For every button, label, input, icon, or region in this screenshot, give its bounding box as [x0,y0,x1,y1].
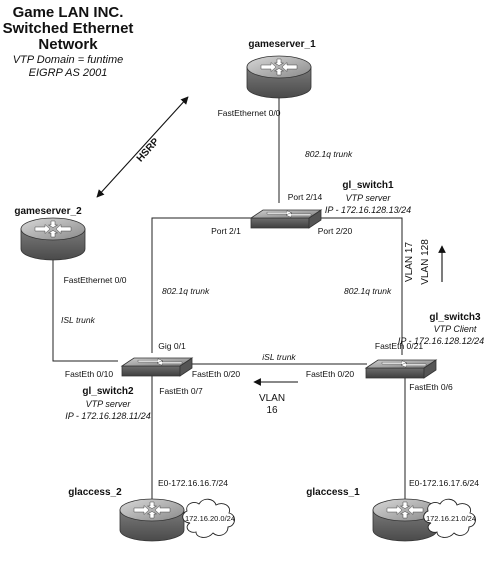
switch3-role: VTP Client [434,324,477,334]
diagram-title-line2: Switched Ethernet [3,20,134,37]
vlan16-label-line1: VLAN [259,393,285,404]
switch3-icon [365,359,437,379]
diagram-title-line3: Network [38,36,98,53]
diagram-title-line1: Game LAN INC. [13,4,124,21]
gameserver2-port: FastEthernet 0/0 [64,275,127,285]
gameserver1-port: FastEthernet 0/0 [218,108,281,118]
glaccess2-interface: E0-172.16.16.7/24 [158,478,228,488]
gameserver1-router-icon [246,55,312,99]
glaccess2-router-icon [119,498,185,542]
isl-trunk-label-left: ISL trunk [61,315,96,325]
switch1-role: VTP server [346,193,392,203]
link-gameserver2-switch2 [52,252,118,362]
switch3-name: gl_switch3 [429,312,481,323]
switch2-port-right: FastEth 0/20 [192,369,240,379]
vlan17-label: VLAN 17 [404,242,415,282]
switch1-port-right: Port 2/20 [318,226,353,236]
glaccess1-interface: E0-172.16.17.6/24 [409,478,479,488]
isl-trunk-label-mid: iSL trunk [262,352,296,362]
gameserver2-router-icon [20,217,86,261]
trunk-label-right: 802.1q trunk [344,286,392,296]
glaccess2-name: glaccess_2 [68,487,122,498]
trunk-label-left: 802.1q trunk [162,286,210,296]
switch3-port-down: FastEth 0/6 [409,382,453,392]
eigrp-label: EIGRP AS 2001 [29,67,108,79]
vlan128-label: VLAN 128 [420,239,431,285]
gameserver2-name: gameserver_2 [14,206,82,217]
switch2-port-gig: Gig 0/1 [158,341,186,351]
glaccess1-network: 172.16.21.0/24 [426,514,476,523]
gameserver1-name: gameserver_1 [248,39,316,50]
hsrp-arrow [96,96,189,198]
glaccess2-network: 172.16.20.0/24 [185,514,235,523]
cloud-icon [423,498,476,538]
switch2-port-left: FastEth 0/10 [65,369,113,379]
link-switch1-switch2 [151,217,253,353]
link-switch1-switch3 [313,217,403,355]
switch3-port-left: FastEth 0/20 [306,369,354,379]
switch1-port-top: Port 2/14 [288,192,323,202]
switch2-port-down: FastEth 0/7 [159,386,203,396]
glaccess1-name: glaccess_1 [306,487,360,498]
vlan16-label-line2: 16 [266,405,278,416]
switch1-port-left: Port 2/1 [211,226,241,236]
switch1-ip: IP - 172.16.128.13/24 [325,205,411,215]
switch3-port-top: FastEth 0/21 [375,341,423,351]
switch2-icon [121,357,193,377]
switch2-ip: IP - 172.16.128.11/24 [65,411,151,421]
switch3-ip: IP - 172.16.128.12/24 [398,336,484,346]
switch2-role: VTP server [86,399,132,409]
trunk-label-top: 802.1q trunk [305,149,353,159]
switch2-name: gl_switch2 [82,386,134,397]
cloud-icon [182,498,235,538]
switch1-icon [250,209,322,229]
vtp-domain-label: VTP Domain = funtime [13,54,124,66]
switch1-name: gl_switch1 [342,180,394,191]
